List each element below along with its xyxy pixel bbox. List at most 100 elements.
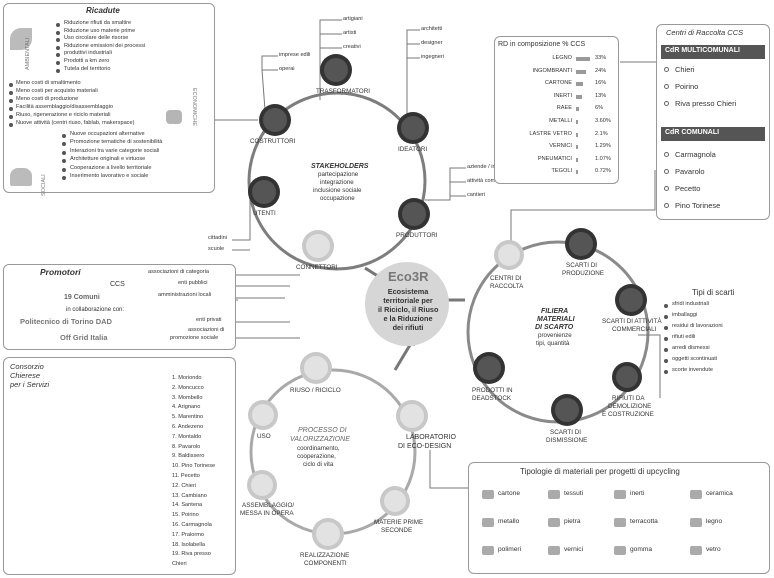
rd-pct: 1.07% [595,155,611,162]
laboratorio-node [396,400,428,432]
processo-line: ciclo di vita [303,461,334,468]
produttori-label: PRODUTTORI [396,232,438,239]
consorzio-panel [3,357,236,575]
scarti-produzione-label: PRODUZIONE [562,270,604,277]
stakeholders-line: integrazione [320,179,354,186]
scarti-produzione-label: SCARTI DI [566,262,598,269]
bullet-icon [56,38,60,43]
costruttori-node [259,104,291,136]
filiera-line: provenienze [538,332,572,339]
centri-title: Centri di Raccolta CCS [666,28,744,37]
comune-item: 12. Chieri [172,482,196,489]
material-label: inerti [630,490,645,497]
ambientali-item: Riduzione rifiuti da smaltire [64,20,132,26]
materie-label: SECONDE [381,527,413,534]
material-label: vernici [564,546,584,553]
comune-item: 15. Poirino [172,512,199,519]
rd-bar [576,120,578,124]
rd-pct: 24% [595,67,607,74]
scarto-item: sfridi industriali [672,301,709,307]
assemblaggio-node [247,470,277,500]
bullet-icon [62,134,66,138]
bullet-icon [9,91,13,95]
scarto-item: scorte invendute [672,367,714,373]
material-icon [614,518,626,527]
rifiuti-demolizione-label: RIFIUTI DA [612,395,645,402]
rd-pct: 2.1% [595,130,608,137]
produttori-node [398,198,430,230]
ambientali-item: Riduzione uso materie prime [64,27,136,34]
material-icon [690,518,702,527]
rd-bar [576,107,579,112]
scarti-attivita-label: COMMERCIALI [612,326,657,333]
centri-label: RACCOLTA [490,283,524,290]
ideatori-item: ingegneri [421,54,445,60]
connettori-item: promozione sociale [170,335,219,341]
material-icon [482,490,494,499]
eco3r-center [365,262,449,346]
scarti-dismissione-node [551,394,583,426]
sociali-item: Architetture originali e virtuose [70,156,146,163]
economiche-item: Facilità assemblaggio/disassemblaggio [16,104,114,110]
ambientali-item: Tutela del territorio [64,65,111,72]
costruttori-label: COSTRUTTORI [250,138,296,145]
processo-line: coordinamento, [297,445,340,452]
comune-item: 6. Andezeno [172,424,204,430]
scarti-attivita-label: SCARTI DI ATTIVITÀ [602,318,662,325]
ideatori-node [397,112,429,144]
comune-item: 8. Pavarolo [172,443,201,450]
bullet-icon [56,45,60,50]
material-icon [614,546,626,555]
rifiuti-demolizione-label: DEMOLIZIONE [608,403,652,410]
rd-label: TEGOLI [551,168,572,175]
scarti-dismissione-label: DISMISSIONE [546,437,588,444]
rifiuti-demolizione-label: E COSTRUZIONE [602,411,654,418]
center-line: dei rifiuti [392,323,424,332]
comune-item: 9. Baldissero [172,453,205,460]
stakeholders-line: occupazione [320,195,355,202]
bullet-icon [9,115,13,119]
ideatori-item: architetti [421,26,443,32]
promotori-item: in collaborazione con: [66,307,125,313]
bullet-icon [664,370,668,374]
center-line: il Riciclo, il Riuso [378,305,439,314]
coins-icon [166,110,182,124]
utenti-node [248,176,280,208]
bullet-icon [9,123,13,127]
rd-bar [576,57,590,61]
scarto-item: oggetti scontinuati [672,356,718,362]
rd-pct: 3.60% [595,118,611,124]
comune-item: 16. Carmagnola [172,522,212,528]
rd-title: RD in composizione % CCS [498,41,586,48]
deadstock-label: DEADSTOCK [472,395,512,402]
rd-label: VERNICI [549,143,572,150]
filiera-title: FILIERA [541,308,569,315]
processo-line: cooperazione, [297,453,336,460]
stakeholders-line: inclusione sociale [313,187,362,194]
rifiuti-demolizione-node [612,362,642,392]
uso-node [248,400,278,430]
cdr-comunale: Pecetto [675,184,701,193]
ricadute-title: Ricadute [86,6,120,15]
people-icon [10,168,32,186]
location-dot-icon [664,67,669,72]
rd-bar [576,132,578,137]
ricadute-panel [3,3,215,193]
comune-item: 19. Riva presso [172,551,211,558]
scarto-item: arredi dismessi [672,345,710,351]
promotori-panel [3,264,236,350]
trasformatori-item: artisti [343,30,357,36]
bullet-icon [664,348,668,352]
bullet-icon [62,142,66,147]
economiche-item: Meno costi di produzione [16,96,79,102]
trasformatori-node [320,54,352,86]
costruttori-item: operai [279,66,295,72]
laboratorio-label: DI ECO-DESIGN [398,443,452,450]
ideatori-item: designer [421,40,443,46]
promotori-item: CCS [110,281,125,288]
bullet-icon [664,304,668,308]
rd-pct: 0.72% [595,168,611,175]
economiche-item: Meno costi di smaltimento [16,80,81,86]
filiera-title: DI SCARTO [535,324,574,331]
